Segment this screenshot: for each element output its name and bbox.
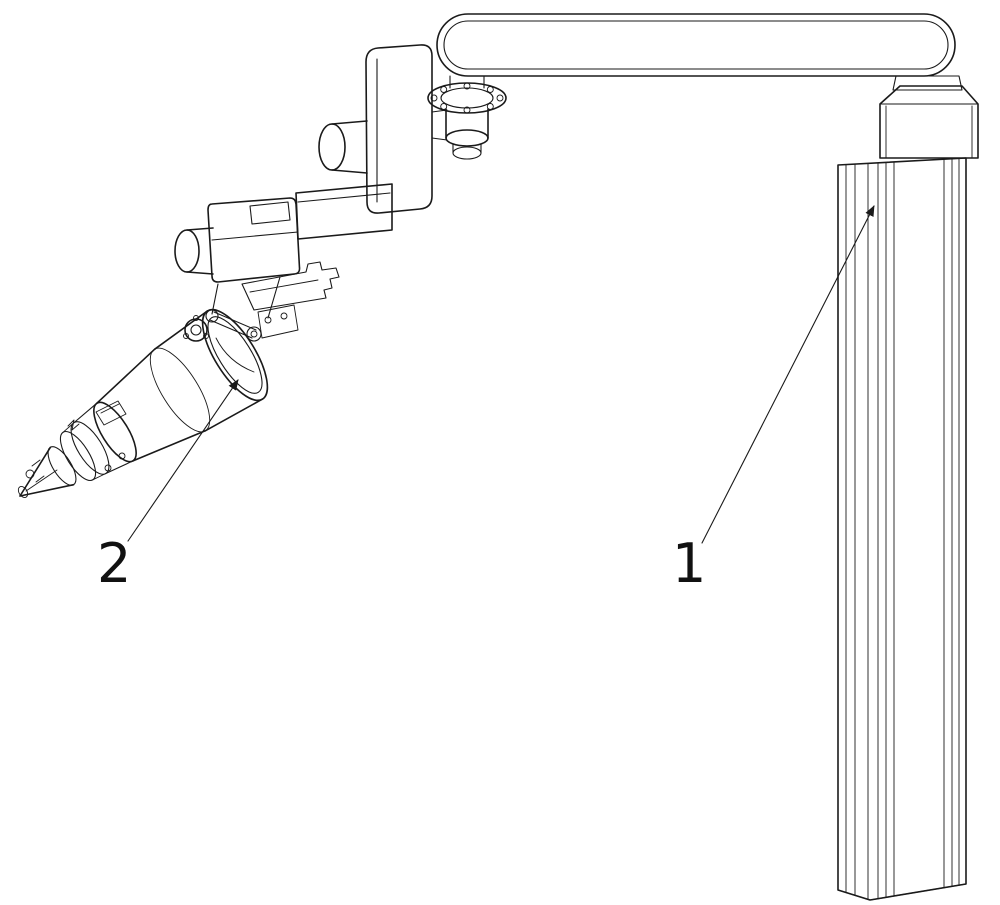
cone-tip xyxy=(17,486,29,498)
column-cap xyxy=(879,85,979,159)
clamp-bolt xyxy=(104,464,112,472)
bracket-to-joint-link xyxy=(431,109,448,113)
forearm-link xyxy=(295,183,393,240)
top-arm xyxy=(436,13,956,77)
elbow-motor-side xyxy=(186,271,214,275)
mount-plate-inner-line xyxy=(249,279,319,293)
ring-edge xyxy=(62,422,75,433)
clamp-ring-2 xyxy=(59,430,97,482)
roller-bolt xyxy=(183,333,189,339)
clamp-bolt xyxy=(118,452,126,460)
leader-line-2 xyxy=(127,379,239,542)
support-column xyxy=(837,75,979,901)
linkage-bar xyxy=(213,311,257,331)
roller-bolt xyxy=(203,333,209,339)
ring-edge xyxy=(92,473,107,481)
taper-edge xyxy=(132,429,207,462)
drum-mid-section xyxy=(149,347,211,433)
shoulder-motor-side xyxy=(331,120,368,125)
elbow-motor-end xyxy=(174,229,200,273)
wrist-bolt xyxy=(264,316,272,324)
annotation-layer: 1 2 xyxy=(97,205,875,595)
roller-bolt xyxy=(193,315,199,321)
linkage-bar xyxy=(209,319,253,339)
reference-label-1: 1 xyxy=(672,532,706,595)
flange-bolt xyxy=(463,106,471,114)
reference-label-2: 2 xyxy=(97,532,131,595)
taper-edge xyxy=(96,348,156,404)
mount-strut xyxy=(267,276,281,319)
flange-bolt xyxy=(463,82,471,90)
shoulder-bracket xyxy=(318,44,448,214)
shoulder-motor-side xyxy=(331,169,368,174)
shoulder-motor-end xyxy=(318,123,346,171)
elbow-detail-plate xyxy=(249,201,291,225)
shoulder-flange-joint xyxy=(427,75,507,160)
tip-detail xyxy=(35,475,45,483)
clamp-teeth xyxy=(67,419,80,431)
tip-detail xyxy=(31,459,41,467)
top-arm-inner-contour xyxy=(443,20,949,70)
collar-ring xyxy=(93,401,137,463)
collar-edge xyxy=(105,460,134,475)
bracket-to-joint-link xyxy=(431,137,448,141)
column-bottom-edge xyxy=(837,883,967,901)
flange-bolt xyxy=(440,86,448,93)
flange-bolt xyxy=(486,103,494,110)
top-arm-outline xyxy=(436,13,956,77)
joint-step-bottom xyxy=(452,146,482,160)
bracket-outline xyxy=(365,44,433,214)
clamp-block-line xyxy=(100,403,120,414)
drum-rear-rim xyxy=(201,308,269,402)
elbow-block xyxy=(207,197,301,283)
clamp-ring-1 xyxy=(70,421,110,475)
elbow-motor-side xyxy=(186,227,214,231)
forearm-inner-line xyxy=(297,192,391,203)
roller-wheel xyxy=(184,318,208,342)
cone-edge xyxy=(19,483,75,497)
serrated-mount-plate xyxy=(241,261,340,311)
flange-bolt xyxy=(496,94,504,102)
elbow-split-line xyxy=(211,231,299,241)
linkage-pivot xyxy=(246,326,262,342)
wrist-bolt xyxy=(280,312,288,320)
roller-hub xyxy=(190,324,202,336)
flange-bolt xyxy=(440,103,448,110)
column-neck xyxy=(892,75,963,91)
cone-facet xyxy=(25,469,58,492)
drum-body-edge xyxy=(153,310,209,351)
linkage-pivot xyxy=(205,309,219,323)
wrist-bracket xyxy=(257,304,299,339)
column-body-outline xyxy=(837,157,967,901)
end-effector-assembly xyxy=(17,261,340,498)
flange-bolt xyxy=(430,94,438,102)
joint-cylinder-bottom xyxy=(445,129,489,147)
linkage-pin xyxy=(250,330,258,338)
cone-edge xyxy=(19,446,52,497)
drum-body-edge xyxy=(204,398,264,432)
forearm-outline xyxy=(295,183,393,240)
flange-inner-ring xyxy=(440,87,494,109)
elbow-joint xyxy=(174,197,301,283)
flange-bolt xyxy=(486,86,494,93)
drum-face-curve xyxy=(215,337,255,373)
clamp-block xyxy=(95,400,127,426)
collar-edge xyxy=(73,402,98,424)
tip-knob xyxy=(25,469,35,479)
leader-line-1 xyxy=(701,205,875,544)
drum-rear-rim-inner xyxy=(207,316,263,394)
